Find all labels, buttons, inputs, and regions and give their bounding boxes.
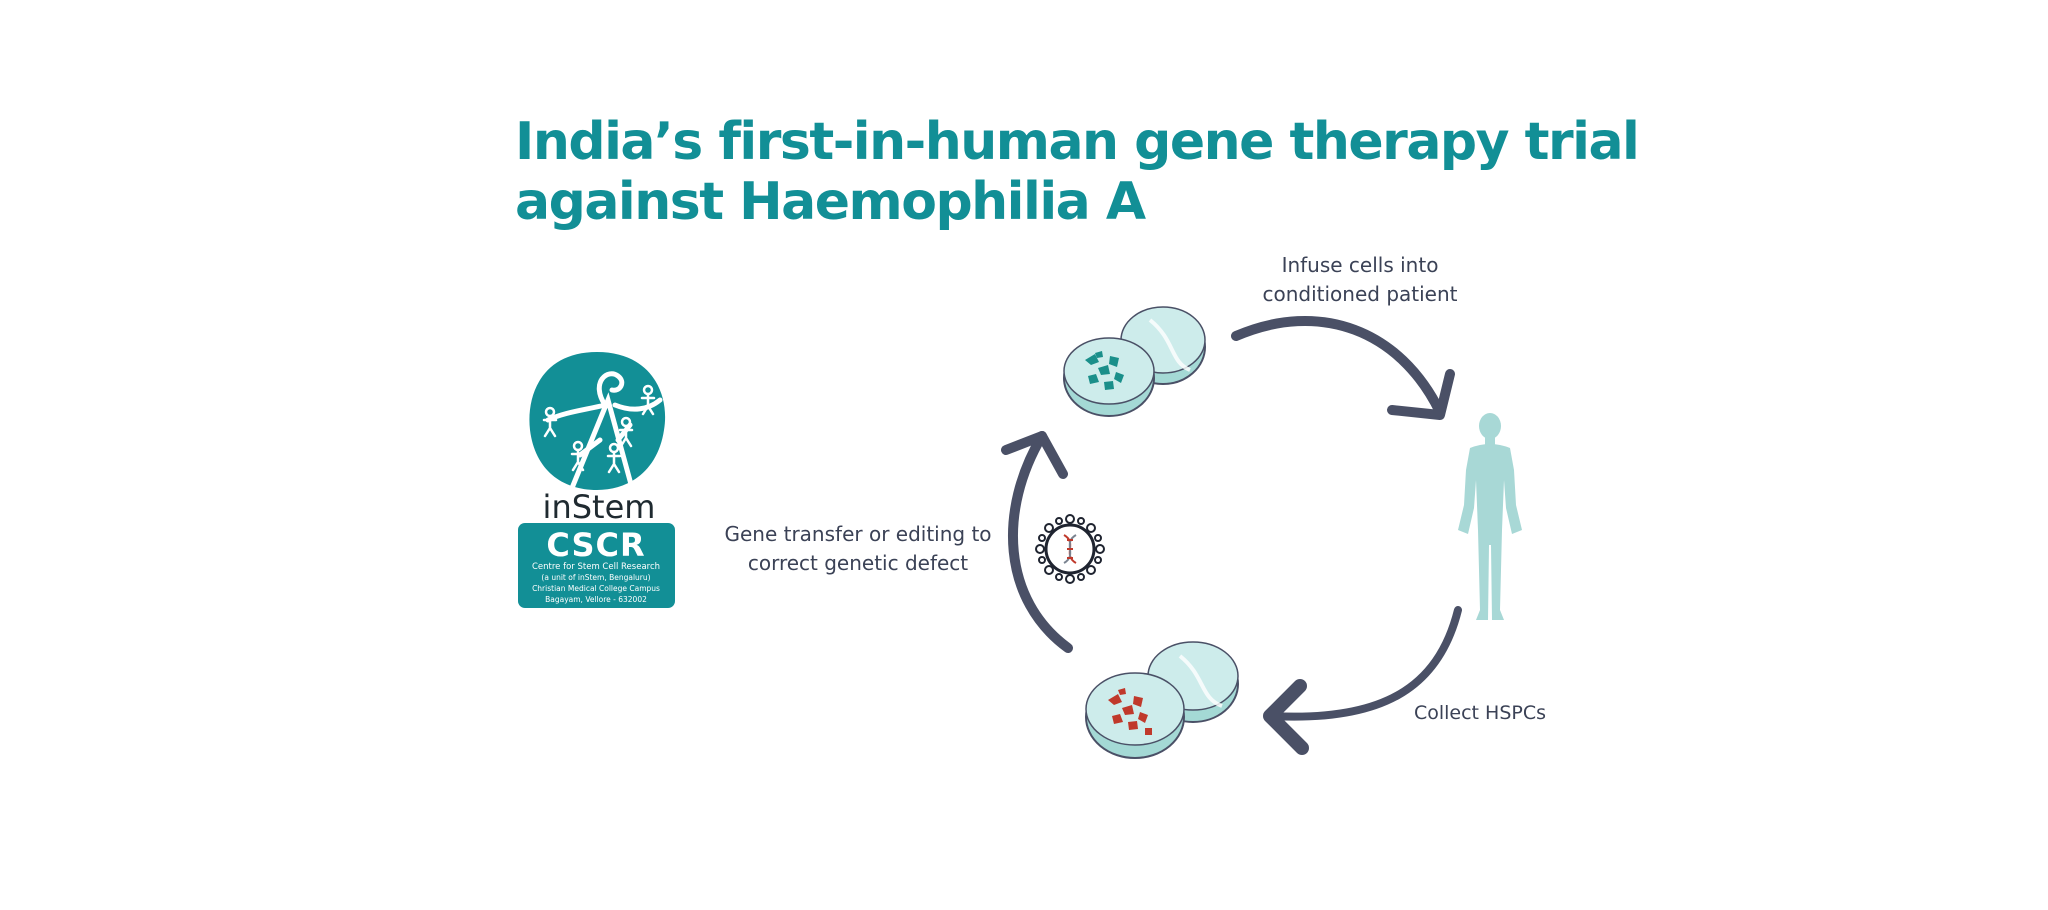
gene-label-line-1: Gene transfer or editing to bbox=[724, 522, 992, 546]
logo-cscr-acronym: CSCR bbox=[546, 526, 645, 564]
logo-line-2: (a unit of inStem, Bengaluru) bbox=[541, 573, 650, 582]
arrow-head-icon bbox=[1001, 431, 1068, 479]
infuse-label-line-1: Infuse cells into bbox=[1281, 253, 1439, 277]
gene-transfer-label: Gene transfer or editing to correct gene… bbox=[700, 520, 1016, 578]
logo-line-3: Christian Medical College Campus bbox=[532, 584, 660, 593]
logo-cscr-box bbox=[518, 523, 675, 608]
gene-label-line-2: correct genetic defect bbox=[747, 551, 969, 575]
logo-instem-wordmark: inStem bbox=[543, 488, 656, 526]
cycle-arrow-icon bbox=[1231, 316, 1445, 417]
page-title: India’s first-in-human gene therapy tria… bbox=[515, 112, 1640, 232]
green-cells-icon bbox=[1085, 351, 1124, 390]
virus-vector-icon bbox=[1035, 514, 1105, 584]
collect-hspcs-label: Collect HSPCs bbox=[1413, 702, 1547, 724]
title-line-2: against Haemophilia A bbox=[515, 172, 1146, 232]
arrow-head-icon bbox=[1387, 369, 1455, 420]
dna-helix-icon bbox=[1063, 534, 1077, 564]
cycle-arrow-icon bbox=[1008, 431, 1073, 653]
infuse-cells-label: Infuse cells into conditioned patient bbox=[1210, 251, 1510, 309]
title-line-1: India’s first-in-human gene therapy tria… bbox=[515, 112, 1640, 172]
logo-tree-icon bbox=[545, 371, 663, 491]
cycle-arrow-icon bbox=[1266, 606, 1462, 721]
petri-dish-icon bbox=[1063, 306, 1206, 417]
logo-line-4: Bagayam, Vellore - 632002 bbox=[545, 595, 647, 604]
red-cells-icon bbox=[1108, 688, 1152, 735]
human-body-icon bbox=[1458, 413, 1522, 620]
cycle-arrows bbox=[1001, 316, 1462, 755]
infuse-label-line-2: conditioned patient bbox=[1262, 282, 1458, 306]
logo-line-1: Centre for Stem Cell Research bbox=[532, 562, 660, 572]
petri-dish-icon bbox=[1085, 641, 1239, 759]
arrow-head-icon bbox=[1263, 679, 1309, 755]
logo-people-icon bbox=[542, 384, 656, 474]
instem-cscr-logo: inStem CSCR Centre for Stem Cell Researc… bbox=[518, 352, 675, 608]
